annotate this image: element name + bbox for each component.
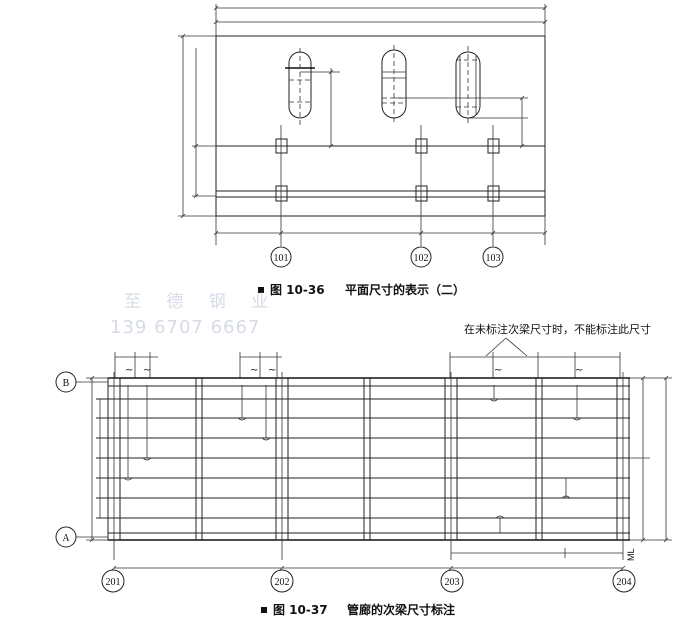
svg-text:~: ~ [250, 365, 258, 376]
vessel-dimensions [300, 68, 528, 149]
figure-10-36: 101 102 103 图 10-36 平面尺寸的表示（二） [178, 4, 548, 297]
grid-bubble-102: 102 [410, 246, 432, 268]
right-dimensions [630, 375, 672, 543]
grid-bubble-203: 203 [440, 569, 464, 593]
figure-title: 平面尺寸的表示（二） [345, 282, 465, 297]
row-bubble-a: A [55, 526, 108, 548]
vessel [455, 46, 481, 126]
left-dimensions [86, 375, 108, 543]
vertical-members [195, 378, 543, 540]
columns [107, 372, 630, 560]
bottom-dimension [111, 548, 626, 571]
grid-label: 201 [106, 577, 121, 588]
plan-outline [215, 35, 546, 217]
secondary-beams [96, 398, 630, 519]
grid-label: 103 [486, 253, 501, 264]
vessel [285, 48, 315, 128]
top-dimension [213, 4, 548, 36]
main-beam-a [108, 532, 630, 541]
svg-text:~: ~ [494, 365, 502, 376]
caption-bullet [261, 607, 267, 613]
beam-callouts [123, 385, 582, 533]
figure-number: 图 10-37 [273, 603, 328, 617]
figure-number: 图 10-36 [270, 283, 325, 297]
svg-text:~: ~ [125, 365, 133, 376]
left-dimensions [178, 33, 216, 219]
svg-text:至 德 钢 业: 至 德 钢 业 [124, 292, 278, 312]
grid-bubble-101: 101 [270, 246, 292, 268]
watermark: 至 德 钢 业 139 6707 6667 [110, 292, 278, 338]
column-marks [275, 125, 500, 246]
row-bubble-b: B [55, 371, 108, 393]
figure-10-37: 在未标注次梁尺寸时，不能标注此尺寸 ~ ~ ~ ~ ~ ~ [55, 322, 672, 617]
ml-label: ML [626, 548, 636, 561]
grid-label: 102 [414, 253, 429, 264]
grid-bubble-204: 204 [612, 569, 636, 593]
svg-text:~: ~ [143, 365, 151, 376]
main-beam-b [108, 377, 630, 387]
caption-bullet [258, 287, 264, 293]
row-label: B [63, 378, 70, 389]
grid-label: 203 [445, 577, 460, 588]
annotation-note: 在未标注次梁尺寸时，不能标注此尺寸 [464, 322, 651, 336]
svg-text:~: ~ [575, 365, 583, 376]
grid-label: 204 [617, 577, 632, 588]
row-label: A [62, 533, 70, 544]
bottom-dimension [213, 216, 548, 245]
grid-bubble-201: 201 [101, 569, 125, 593]
top-dimensions: ~ ~ ~ ~ ~ ~ [114, 352, 621, 378]
vessel [381, 45, 407, 125]
svg-text:~: ~ [268, 365, 276, 376]
grid-bubble-103: 103 [482, 246, 504, 268]
grid-bubble-202: 202 [270, 569, 294, 593]
figure-title: 管廊的次梁尺寸标注 [347, 602, 455, 617]
svg-text:139 6707 6667: 139 6707 6667 [110, 317, 260, 338]
grid-label: 202 [275, 577, 290, 588]
grid-label: 101 [274, 253, 289, 264]
